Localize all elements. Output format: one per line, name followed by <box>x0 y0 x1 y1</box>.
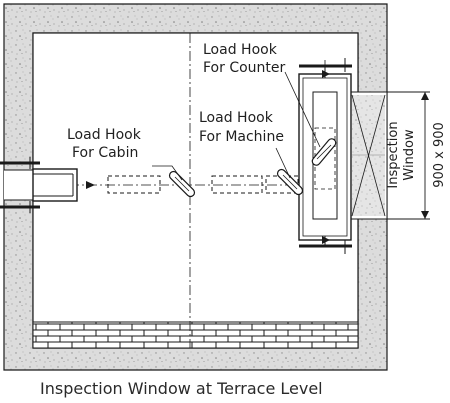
load-hook-counter-label-line2: For Counter <box>203 60 286 76</box>
load-hook-cabin <box>168 170 196 198</box>
dimension-line <box>387 91 430 220</box>
load-hook-counter <box>311 138 337 166</box>
dimension-label: 900 x 900 <box>432 122 447 188</box>
inspection-window-label: Inspection Window <box>386 121 417 188</box>
load-hook-machine-label-line2: For Machine <box>199 129 284 145</box>
arrow-counter-top <box>322 70 330 78</box>
inspection-window-opening <box>349 91 388 220</box>
leader-lines <box>152 71 321 181</box>
load-hook-counter-label-line1: Load Hook <box>203 42 278 58</box>
diagram-caption: Inspection Window at Terrace Level <box>40 379 323 398</box>
load-hook-machine <box>276 168 304 196</box>
cabin-beam-support <box>0 157 78 213</box>
load-hook-cabin-label-line1: Load Hook <box>67 127 142 143</box>
brick-wall <box>32 321 359 349</box>
load-hook-cabin-label-line2: For Cabin <box>72 145 138 161</box>
dimension-arrow-top <box>421 92 429 100</box>
inspection-window-label-line1: Inspection <box>386 121 401 188</box>
arrow-counter-bottom <box>322 236 330 244</box>
arrow-cabin <box>86 181 95 189</box>
dimension-arrow-bottom <box>421 211 429 219</box>
inspection-window-label-line2: Window <box>402 129 417 181</box>
load-hook-machine-label-line1: Load Hook <box>199 110 274 126</box>
